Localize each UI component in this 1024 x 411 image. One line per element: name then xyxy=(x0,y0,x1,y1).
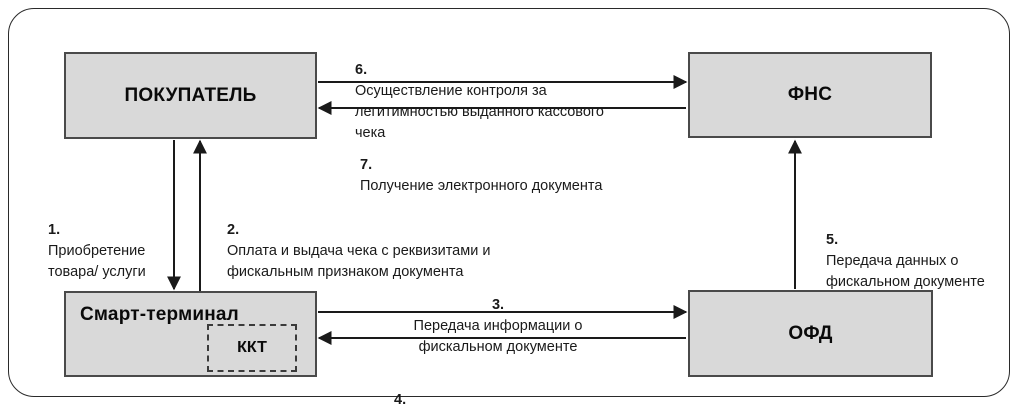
step-label-2: 2. Оплата и выдача чека с реквизитами и … xyxy=(205,178,550,304)
step-1-number: 1. xyxy=(48,222,61,238)
step-5-text: Передача данных о фискальном документе xyxy=(826,253,985,290)
step-6-number: 6. xyxy=(355,62,368,78)
step-3-number: 3. xyxy=(491,297,505,313)
node-kkt-label: ККТ xyxy=(237,339,267,356)
step-label-3: 3. Передача информации о фискальном доку… xyxy=(372,253,602,379)
step-5-number: 5. xyxy=(826,232,839,248)
step-7-number: 7. xyxy=(360,157,373,173)
node-buyer[interactable]: ПОКУПАТЕЛЬ xyxy=(64,52,317,139)
node-buyer-label: ПОКУПАТЕЛЬ xyxy=(124,84,257,106)
step-label-5: 5. Передача данных о фискальном документ… xyxy=(800,188,1005,314)
step-label-4: 4. Подтверждение оператора xyxy=(372,348,622,411)
step-7-text: Получение электронного документа xyxy=(360,178,603,194)
step-label-7: 7. Получение электронного документа xyxy=(338,113,668,218)
node-smart-terminal[interactable]: Смарт-терминал xyxy=(64,291,317,377)
step-2-text: Оплата и выдача чека с реквизитами и фис… xyxy=(227,243,491,280)
node-fns[interactable]: ФНС xyxy=(688,52,932,138)
node-ofd-label: ОФД xyxy=(788,322,833,344)
node-kkt[interactable]: ККТ xyxy=(207,324,297,372)
node-fns-label: ФНС xyxy=(787,84,833,105)
node-smart-terminal-label: Смарт-терминал xyxy=(80,304,239,325)
step-2-number: 2. xyxy=(227,222,240,238)
step-1-text: Приобретение товара/ услуги xyxy=(48,243,146,280)
diagram-outer-frame xyxy=(8,8,1010,397)
step-4-number: 4. xyxy=(394,392,407,408)
step-label-1: 1. Приобретение товара/ услуги xyxy=(22,178,182,304)
step-3-text: Передача информации о фискальном докумен… xyxy=(413,318,583,355)
node-ofd[interactable]: ОФД xyxy=(688,290,933,377)
